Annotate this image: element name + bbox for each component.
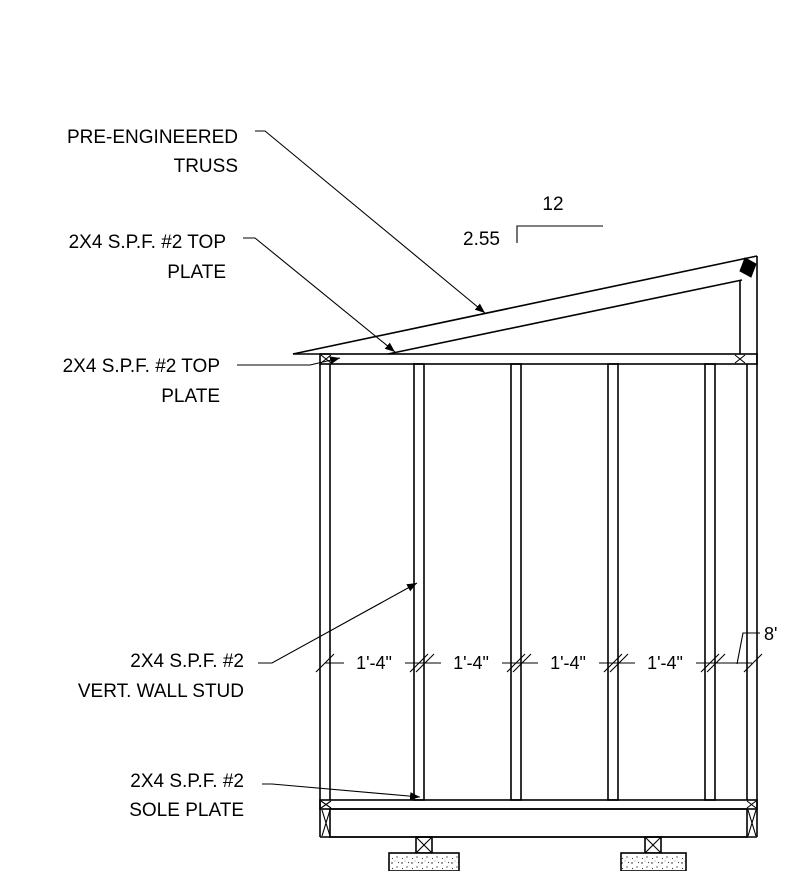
roof-truss [292,255,758,355]
pitch-rise: 2.55 [463,229,500,250]
dimension-tick-icon-3b [609,653,629,673]
overall-dim-leader [736,632,760,665]
top-plate [319,353,758,365]
dimension-tick-icon-1b [415,653,435,673]
top-plate-cross-right [734,354,746,364]
wall-stud-1 [413,363,425,801]
leader-wall-stud [258,582,418,664]
concrete-footing-left-icon [388,852,460,871]
stud-spacing-1: 1'-4" [356,653,392,673]
dimension-tick-icon-4b [706,653,726,673]
pitch-indicator: 12 2.55 [463,194,603,250]
floor-beam-cross-left [321,809,331,837]
label-sole-plate-line2: SOLE PLATE [129,800,244,821]
dimension-string: 1'-4" 1'-4" 1'-4" 1'-4" 8' [315,624,777,673]
wall-stud-3 [607,363,619,801]
dimension-tick-icon-1a [409,653,429,673]
wall-stud-4 [704,363,716,801]
wall-stud-2 [510,363,522,801]
label-wall-stud-line1: 2X4 S.P.F. #2 [130,651,244,672]
support-block-right-cross [644,836,662,854]
wall-frame [319,353,758,871]
pitch-run: 12 [542,194,563,215]
truss-web-chord [387,279,743,355]
label-top-plate-upper: 2X4 S.P.F. #2 TOP PLATE [69,232,226,283]
label-top-plate-upper-line2: PLATE [167,262,226,283]
support-block-left-cross [415,836,433,854]
floor-beam [329,808,748,838]
leader-truss [255,130,486,314]
label-top-plate-lower-line2: PLATE [161,386,220,407]
label-top-plate-upper-line1: 2X4 S.P.F. #2 TOP [69,232,226,253]
sole-plate-cross-left [320,800,332,809]
stud-spacing-4: 1'-4" [647,653,683,673]
label-top-plate-lower: 2X4 S.P.F. #2 TOP PLATE [63,356,220,407]
dimension-tick-icon-2b [512,653,532,673]
truss-top-chord [292,255,758,355]
sole-plate [319,799,758,810]
concrete-footing-right-icon [620,852,687,871]
stud-spacing-2: 1'-4" [453,653,489,673]
dimension-tick-icon-3a [603,653,623,673]
dimension-tick-icon-0 [315,653,335,673]
pitch-symbol [516,225,603,243]
leader-top-plate-upper [243,237,396,353]
dimension-tick-icon-2a [506,653,526,673]
dimension-tick-icon-4a [700,653,720,673]
label-wall-stud: 2X4 S.P.F. #2 VERT. WALL STUD [78,651,244,702]
label-top-plate-lower-line1: 2X4 S.P.F. #2 TOP [63,356,220,377]
truss-connector-plate-icon [739,257,757,278]
label-truss-line2: TRUSS [174,156,238,177]
leader-sole-plate [262,783,421,801]
leader-top-plate-lower [237,356,341,366]
dimension-tick-icon-5 [743,653,763,673]
label-truss: PRE-ENGINEERED TRUSS [67,127,238,177]
top-plate-cross-left [320,354,332,364]
sole-plate-cross-right [746,800,757,809]
floor-beam-cross-right [747,809,757,837]
label-wall-stud-line2: VERT. WALL STUD [78,681,244,702]
stud-spacing-3: 1'-4" [550,653,586,673]
overall-dimension: 8' [764,624,777,644]
label-sole-plate-line1: 2X4 S.P.F. #2 [130,771,244,792]
label-sole-plate: 2X4 S.P.F. #2 SOLE PLATE [129,771,244,821]
label-truss-line1: PRE-ENGINEERED [67,127,238,148]
